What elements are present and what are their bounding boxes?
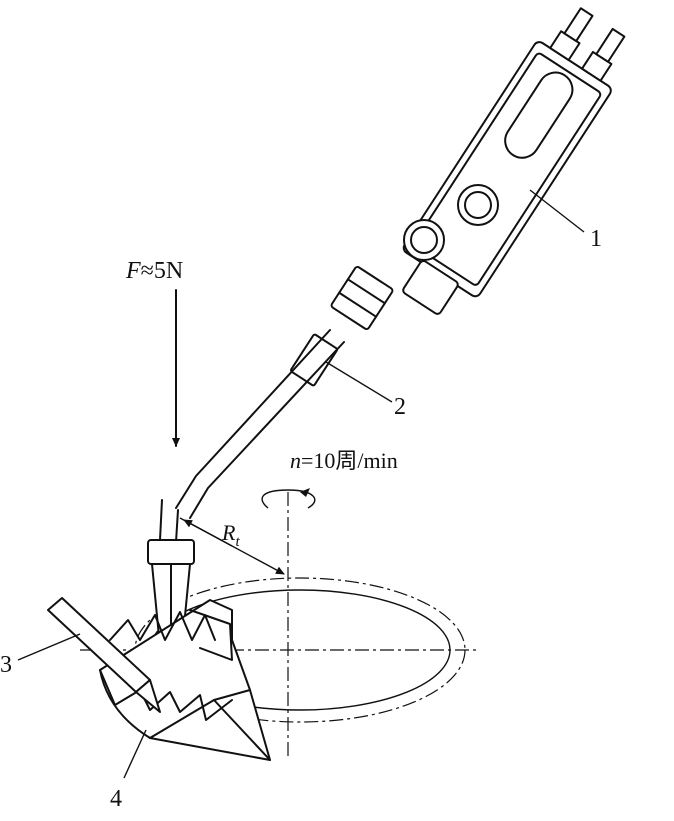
arm-rod-edge-a [175, 329, 331, 509]
coupling-nut [330, 266, 394, 330]
leader-1 [529, 189, 585, 233]
radius-symbol: R [221, 520, 236, 545]
knob-lower-inner [410, 226, 438, 254]
adjust-knobs [403, 184, 499, 261]
radius-subscript: t [235, 534, 240, 550]
gear-workpiece [99, 599, 271, 761]
leader-3 [17, 633, 81, 661]
arm-bend-left [159, 499, 163, 541]
part-label-2: 2 [394, 394, 406, 420]
leader-2 [325, 361, 393, 403]
arm-sleeve [290, 333, 338, 387]
leader-4 [123, 729, 147, 779]
force-symbol: F [125, 258, 141, 284]
rotation-arrow-icon [261, 489, 316, 509]
body-slot [504, 71, 574, 159]
body-inner-edge [413, 52, 602, 286]
knob-upper-icon [457, 184, 499, 226]
arm-rod-edge-b [189, 341, 345, 519]
force-label: F≈5N [125, 258, 183, 284]
part-label-1: 1 [590, 226, 602, 252]
gear-tooth-side [189, 609, 233, 661]
radius-label: Rt [221, 520, 240, 550]
knob-lower-icon [403, 219, 445, 261]
nozzle-2 [595, 27, 626, 63]
speed-value: =10周/min [301, 448, 398, 473]
support-pin [47, 597, 161, 713]
gear-body [99, 599, 271, 761]
radius-dimension-back [183, 519, 233, 547]
instrument-body [402, 7, 626, 315]
speed-symbol: n [290, 448, 301, 473]
stylus-holder [147, 539, 195, 565]
gear-hub-edge [213, 689, 251, 701]
rotation-arrowhead-icon [300, 488, 310, 497]
body-neck [402, 260, 459, 315]
pin-tip [135, 679, 161, 713]
force-value: ≈5N [141, 258, 184, 284]
part-label-4: 4 [110, 786, 122, 812]
gear-teeth-front [99, 669, 233, 721]
rotation-path [80, 488, 478, 760]
arm-bend-right [175, 509, 179, 543]
speed-label: n=10周/min [290, 448, 398, 473]
body-housing [402, 41, 612, 298]
part-label-3: 3 [0, 652, 12, 678]
nozzle-1 [563, 7, 594, 43]
pin-shaft [47, 597, 151, 693]
gear-teeth-upper [109, 611, 216, 641]
probe-arm [159, 266, 394, 543]
knob-upper-inner [464, 191, 492, 219]
